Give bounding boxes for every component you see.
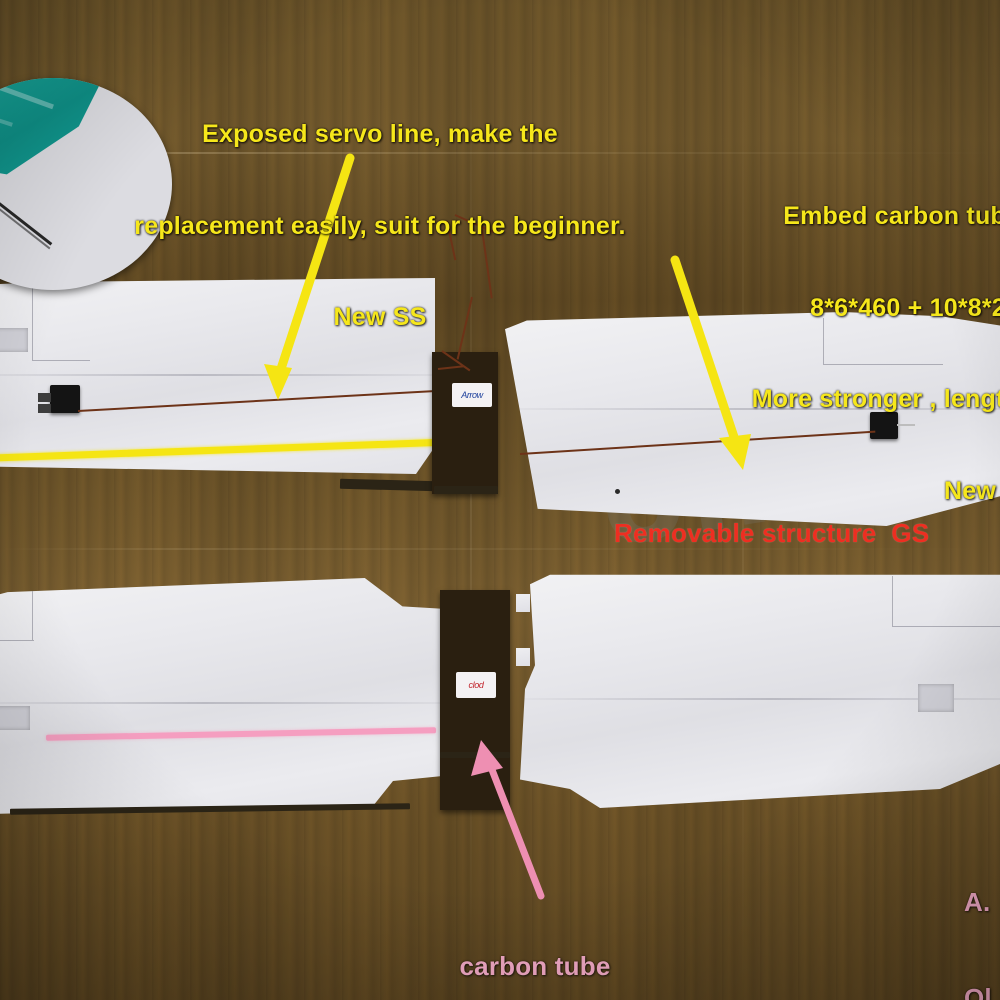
- servo-mount-tab: [38, 393, 51, 402]
- wing-crease: [0, 702, 440, 704]
- joiner-sticker-bottom-text: clod: [468, 680, 484, 690]
- annotation-removable-structure: Removable structure GS: [614, 455, 1000, 614]
- wing-crease: [505, 408, 1000, 410]
- annotation-line: replacement easily, suit for the beginne…: [134, 211, 626, 240]
- wing-servo-bay-cutout: [0, 328, 28, 352]
- annotation-line: Ol: [964, 982, 992, 1000]
- wing-servo-bay-cutout: [0, 706, 30, 730]
- joiner-sticker-top: Arrow: [452, 383, 492, 407]
- annotation-line: carbon tube: [459, 951, 611, 982]
- servo-mount-tab: [38, 404, 51, 413]
- wing-panel-line: [32, 286, 33, 360]
- wing-servo-bay-cutout: [918, 684, 954, 712]
- arrow-to-carbon-tube: [471, 740, 545, 900]
- annotation-carbon-tube-old: carbon tube 6*5*680 Old SS: [390, 888, 680, 1000]
- annotation-exposed-servo-line: Exposed servo line, make the replacement…: [110, 58, 650, 394]
- annotation-line: A.: [964, 887, 991, 918]
- aileron-servo-right: [870, 412, 898, 439]
- annotation-embed-carbon-tube: Embed carbon tube 8*6*460 + 10*8*20 More…: [600, 140, 1000, 567]
- wing-crease: [520, 698, 1000, 700]
- joiner-shadow-strip: [440, 752, 510, 758]
- plank-seam: [0, 152, 1000, 154]
- annotation-bottom-right-old: A. Ol: [964, 824, 1000, 1000]
- wing-root-notch: [516, 594, 530, 612]
- wing-root-notch: [516, 648, 530, 666]
- annotation-line: Removable structure GS: [614, 518, 930, 549]
- aileron-servo-left: [50, 385, 80, 413]
- wing-screw: [615, 489, 620, 494]
- annotation-line: Embed carbon tube: [783, 202, 1000, 230]
- annotation-line: Exposed servo line, make the: [202, 120, 558, 148]
- wing-panel-line: [892, 576, 893, 626]
- arrow-to-joiner: [670, 255, 751, 470]
- annotation-line: 8*6*460 + 10*8*20: [810, 293, 1000, 322]
- wing-panel-top-right: [505, 312, 1000, 526]
- wing-panel-bottom-left: [0, 578, 440, 814]
- annotation-line: New S: [943, 476, 996, 505]
- joiner-shadow-strip: [434, 486, 498, 494]
- removable-center-joiner: [432, 352, 498, 494]
- annotation-line: New SS: [333, 303, 427, 331]
- wing-panel-line: [823, 318, 824, 364]
- servo-horn: [897, 424, 915, 426]
- wing-panel-line: [32, 582, 33, 640]
- joiner-sticker-top-text: Arrow: [461, 390, 483, 400]
- annotation-line: More stronger , length: [751, 385, 1000, 413]
- plank-seam: [0, 548, 1000, 550]
- wing-panel-line: [32, 360, 90, 361]
- wing-panel-line: [0, 640, 34, 641]
- plank-seam-vertical: [470, 0, 472, 1000]
- wing-panel-line: [823, 364, 943, 365]
- arrow-to-servo-line: [264, 153, 355, 400]
- wing-crease: [0, 374, 435, 376]
- joiner-sticker-bottom: clod: [456, 672, 496, 698]
- wing-panel-line: [892, 626, 1000, 627]
